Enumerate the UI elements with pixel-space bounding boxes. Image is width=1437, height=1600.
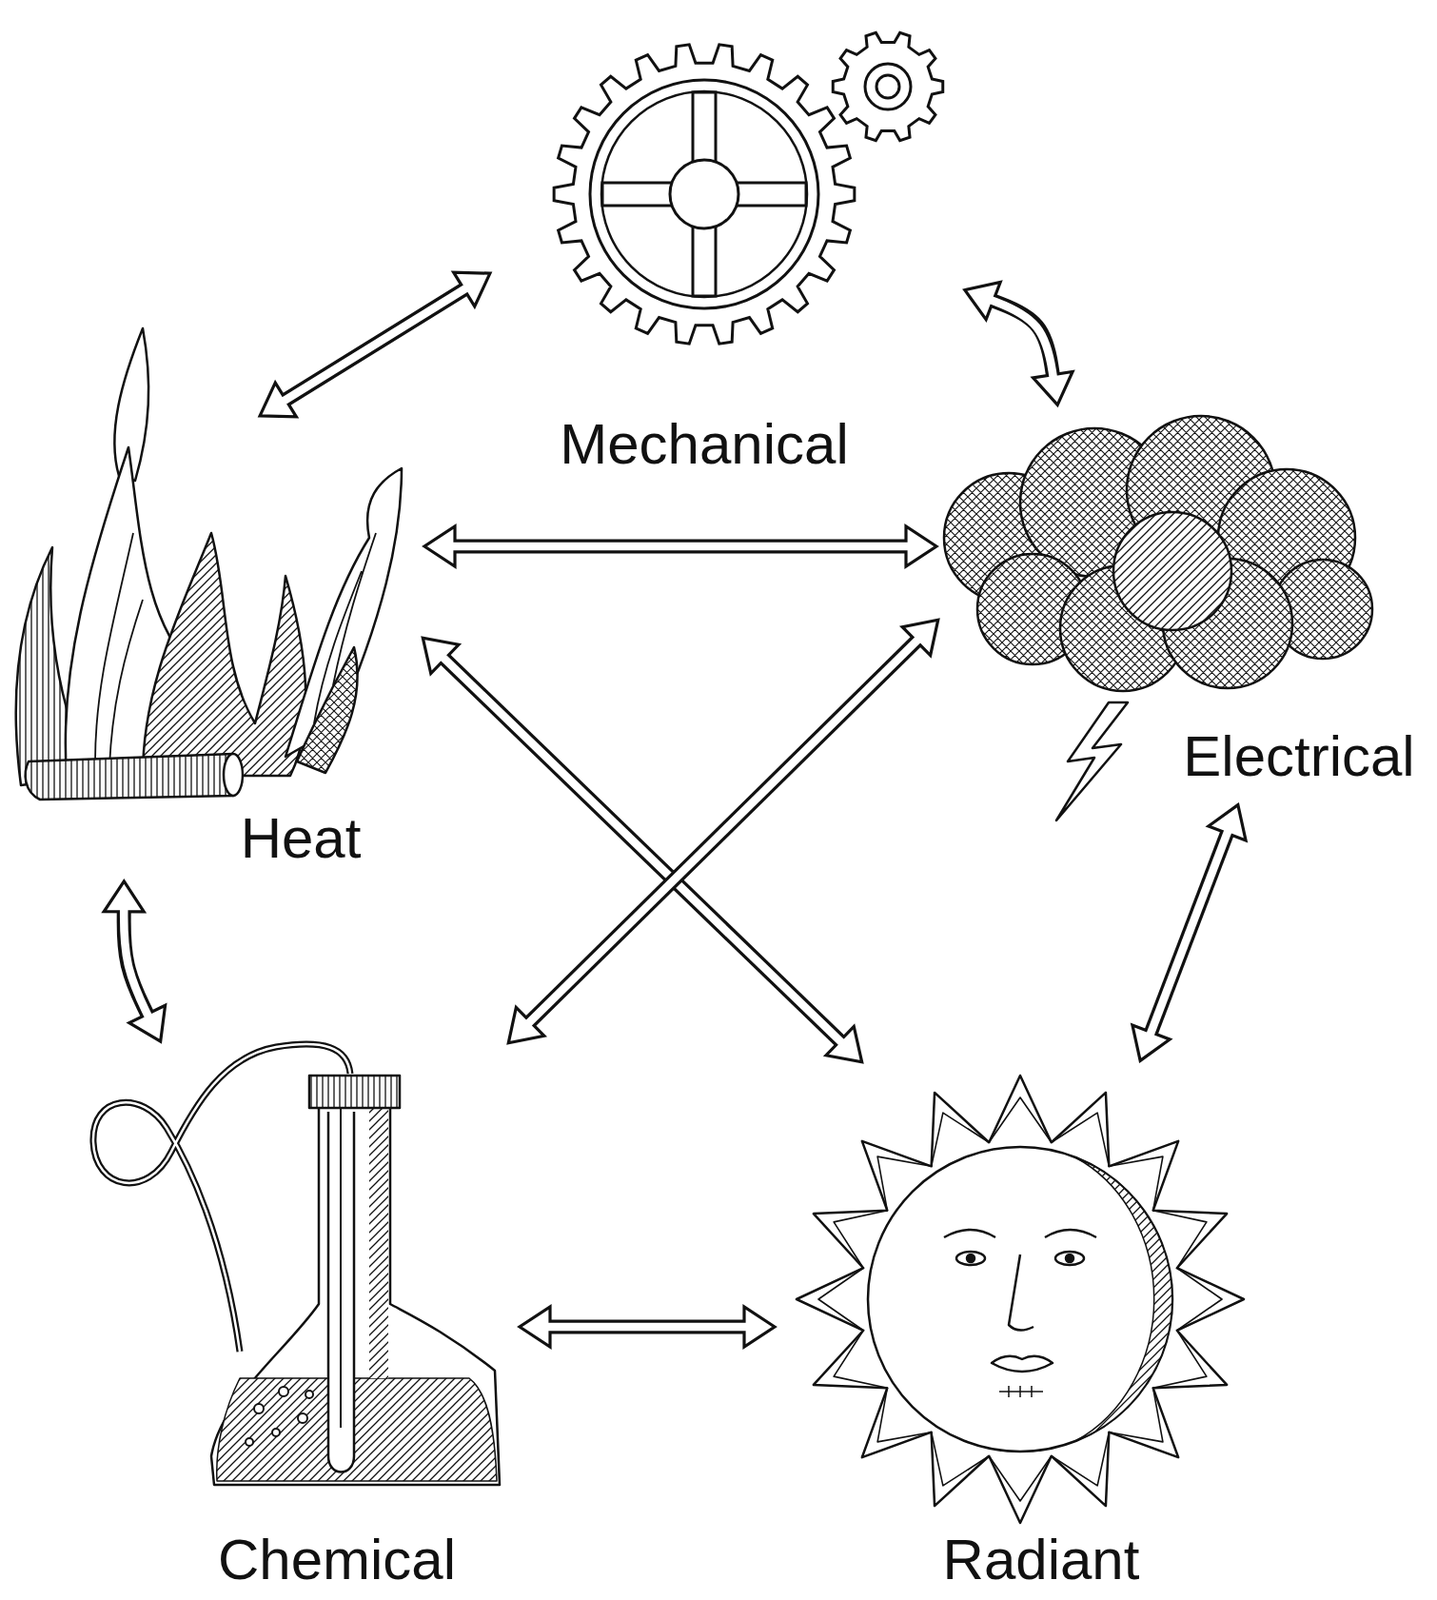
arrow-shaft-fill: [448, 542, 913, 552]
sun-ray-inner: [818, 1097, 1222, 1501]
connector-group: [103, 272, 1246, 1347]
gear-rim: [590, 79, 819, 309]
energy-label: Chemical: [214, 1526, 460, 1593]
pupil: [966, 1254, 975, 1262]
arrow-shaft-fill: [1148, 826, 1230, 1039]
flask-body: [211, 1103, 500, 1485]
bubble: [254, 1403, 264, 1414]
bubble: [305, 1390, 314, 1398]
eyebrows: [944, 1229, 1097, 1238]
sun-rays: [796, 1075, 1244, 1523]
arrow-shaft-fill: [525, 636, 922, 1026]
nose: [1008, 1254, 1034, 1331]
arrow-shaft-fill: [123, 905, 151, 1021]
cloud-puff: [1113, 511, 1232, 630]
gear-hub: [669, 159, 739, 229]
conversion-arrow: [508, 619, 938, 1044]
conversion-arrow: [964, 281, 1073, 405]
energy-form: Electrical: [942, 409, 1428, 800]
flask-illustration: [93, 1043, 500, 1485]
energy-form: Mechanical: [494, 28, 962, 486]
lightning-bolt: [1056, 702, 1128, 821]
energy-label: Electrical: [1179, 723, 1418, 789]
conversion-arrow: [259, 272, 491, 417]
flame: [114, 328, 149, 481]
face-shading: [1075, 1157, 1173, 1441]
log: [25, 753, 242, 800]
arrow-shaft-fill: [279, 285, 470, 403]
main-gear: [553, 44, 855, 344]
storm-cloud: [944, 415, 1373, 691]
arrow-shaft-fill: [543, 1322, 751, 1332]
eye: [956, 1251, 985, 1265]
conversion-arrow: [422, 637, 862, 1063]
gear-teeth: [832, 32, 943, 140]
chin-marks: [999, 1385, 1044, 1398]
flame-line: [95, 532, 376, 767]
gear-hub: [865, 63, 911, 110]
energy-label: Mechanical: [555, 411, 853, 477]
conversion-arrow: [519, 1306, 775, 1347]
bubble: [278, 1386, 289, 1397]
pupil: [1065, 1254, 1074, 1262]
energy-label: Radiant: [939, 1526, 1144, 1593]
fire-illustration: [16, 328, 402, 800]
arrow-shaft-fill: [439, 654, 845, 1046]
flask-shading: [369, 1108, 389, 1378]
conversion-arrow: [103, 881, 165, 1042]
arrow-shaft-fill: [986, 298, 1054, 382]
bubble: [245, 1437, 254, 1446]
eye: [1055, 1251, 1084, 1265]
bubbles: [245, 1386, 314, 1446]
inner-tube: [339, 1084, 342, 1428]
log-end: [223, 753, 243, 796]
energy-form: Heat: [9, 418, 419, 876]
energy-form: Radiant: [780, 1065, 1266, 1596]
stopper: [309, 1075, 400, 1108]
sun-face: [867, 1146, 1173, 1452]
gear-hole: [876, 75, 900, 99]
gear-teeth: [553, 44, 855, 344]
conversion-arrow: [1132, 805, 1246, 1062]
energy-form: Chemical: [76, 1046, 514, 1596]
bubble: [272, 1428, 280, 1437]
gear-rim-inner: [601, 91, 808, 297]
small-gear: [832, 32, 943, 140]
sun-illustration: [796, 1075, 1244, 1523]
bubble: [297, 1413, 308, 1423]
flask-liquid: [216, 1377, 497, 1481]
energy-label: Heat: [236, 805, 366, 871]
mouth: [991, 1356, 1053, 1372]
flame: [142, 532, 306, 776]
conversion-arrow: [424, 526, 937, 567]
